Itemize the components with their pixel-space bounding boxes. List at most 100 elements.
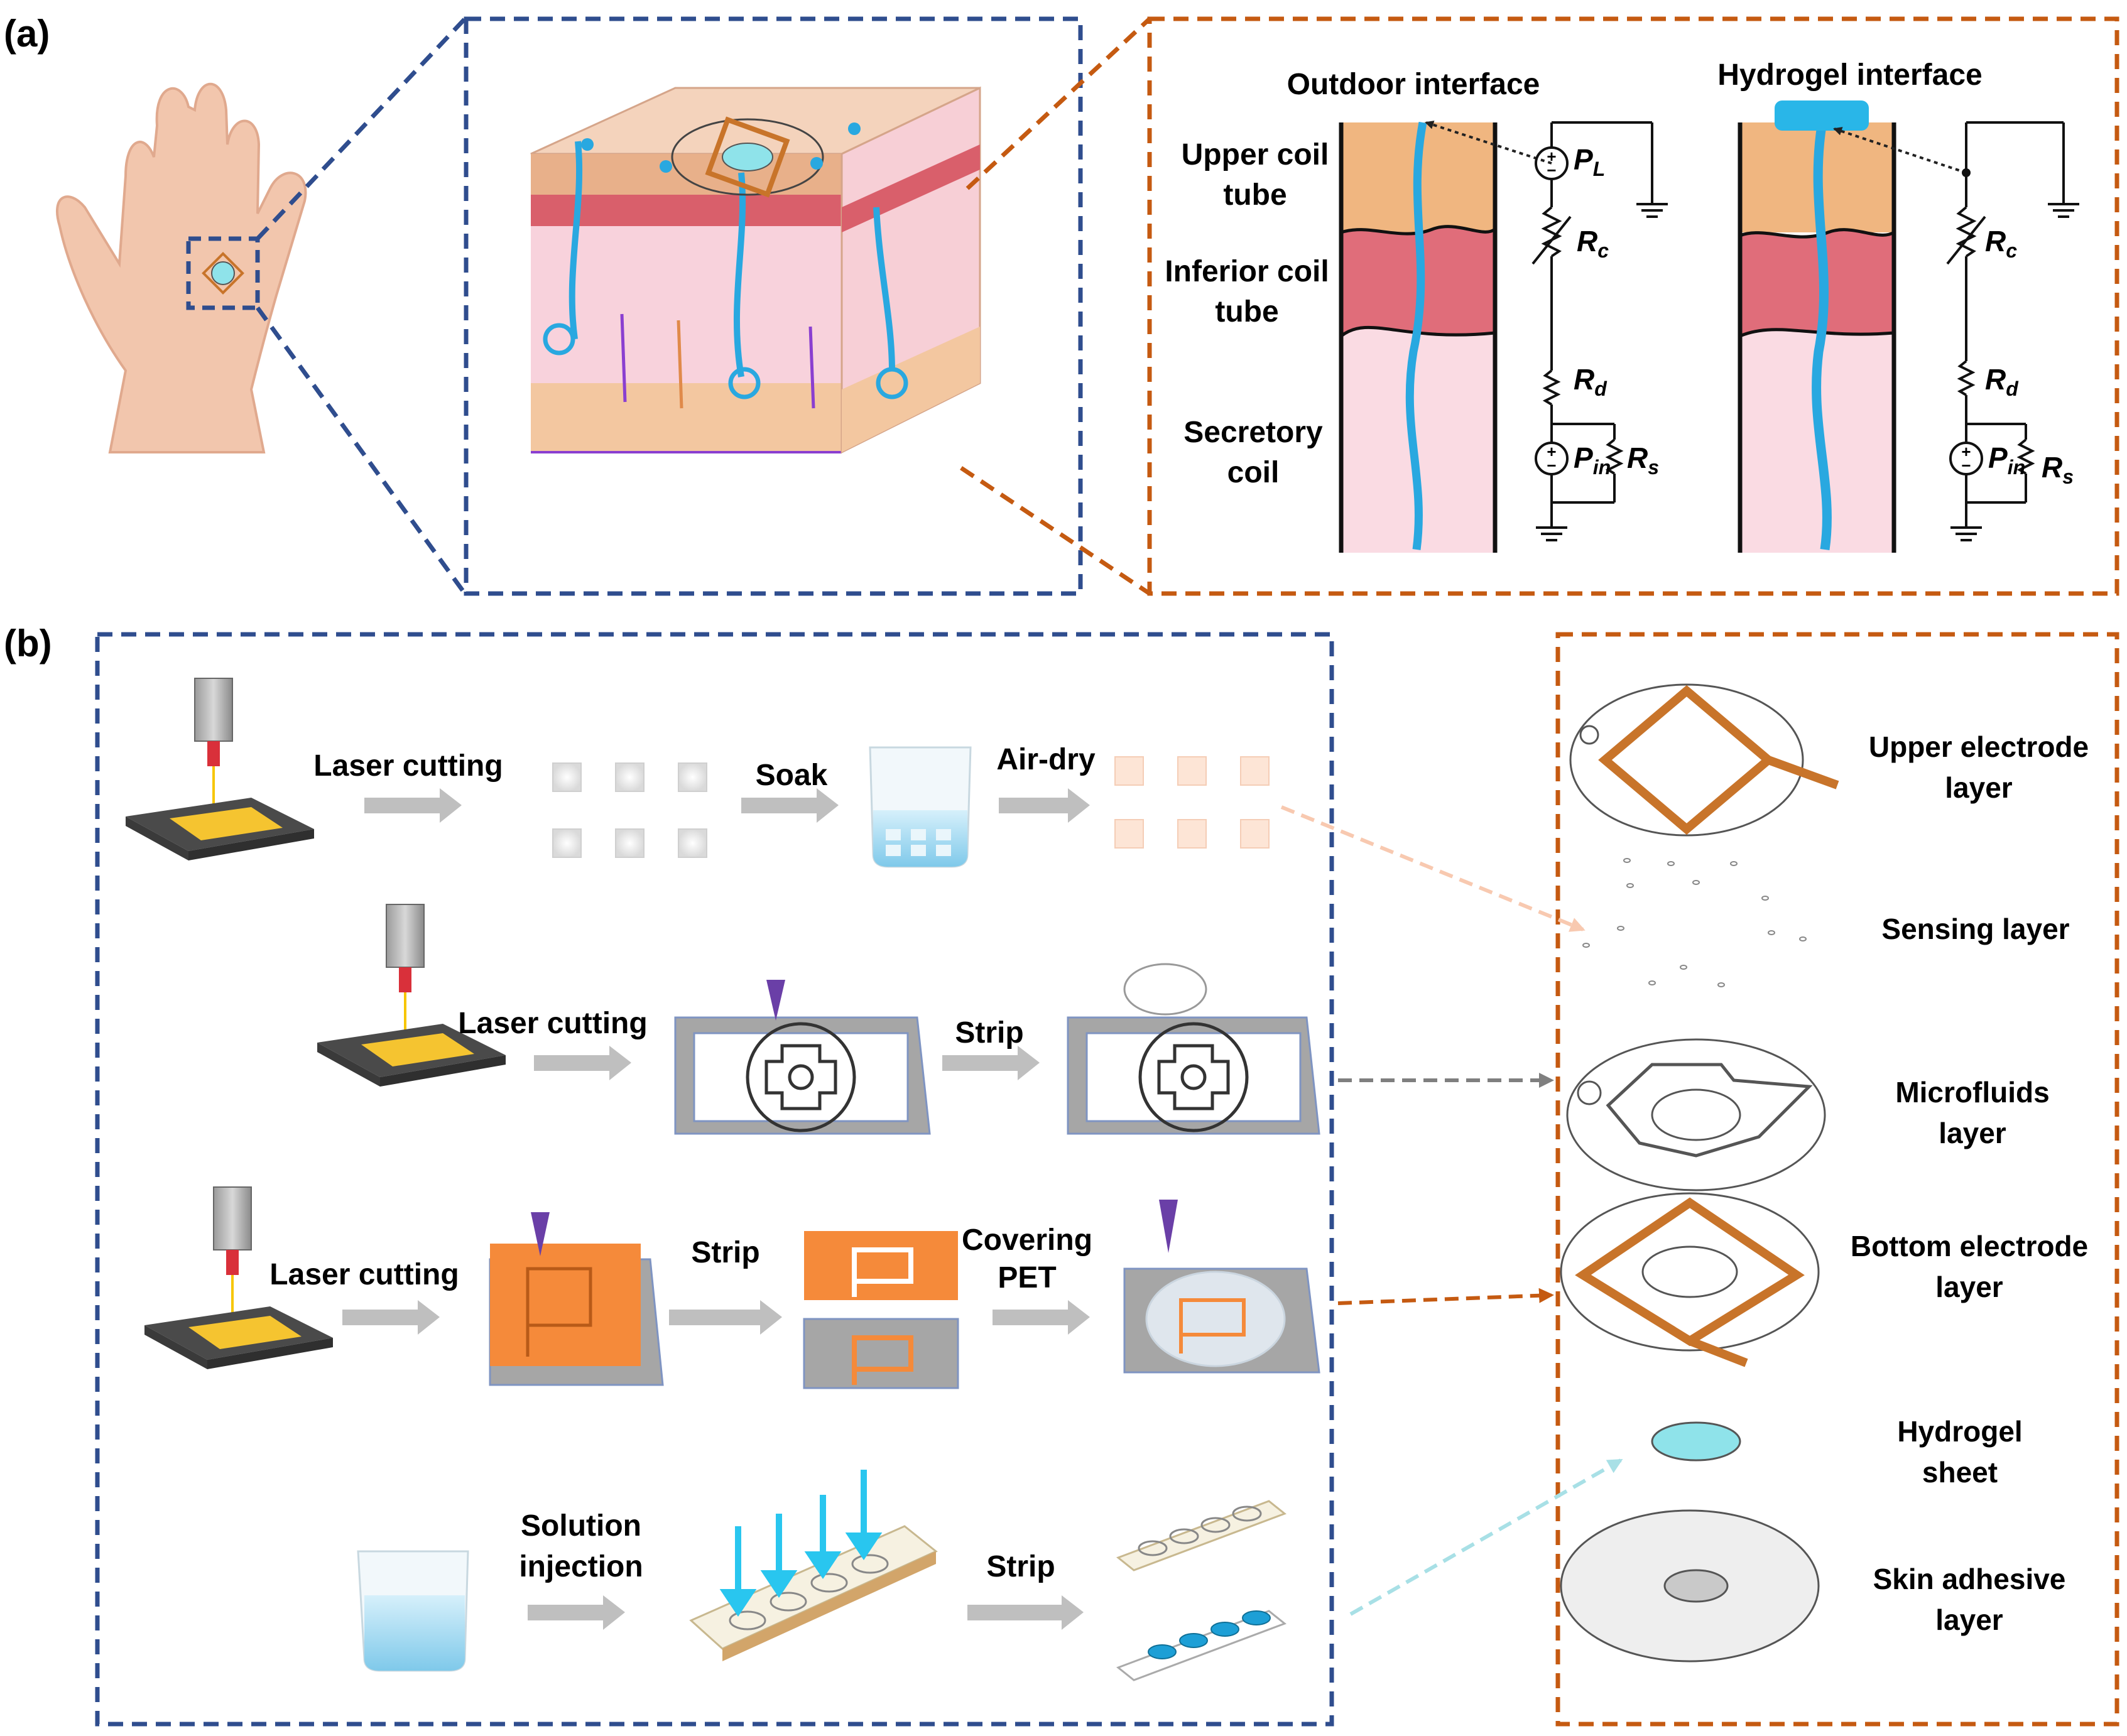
layer-bottom-electrode-l1: Bottom electrode [1851,1230,2088,1262]
injection-strip [689,1470,938,1661]
layer-sensing-l1: Sensing layer [1881,913,2069,945]
svg-text:+: + [1547,442,1556,461]
label-inferior-coil-tube: tube [1215,295,1278,328]
skin-zoom-frame [464,16,1083,596]
svg-text:Rc: Rc [1985,225,2017,262]
layer-labels: Upper coil tube Inferior coil tube Secre… [1165,138,1329,489]
microfluid-sheet-1 [674,980,931,1135]
layer-upper-electrode-icon [1569,683,1839,837]
row4-injection-label: injection [519,1550,643,1583]
circuit-model-frame [1147,16,2119,596]
layer-upper-electrode-l2: layer [1945,771,2013,804]
layer-hydrogel-l1: Hydrogel [1897,1415,2022,1448]
row4-solution-label: Solution [521,1509,641,1543]
outdoor-Rd: R [1574,363,1594,396]
peach-squares [1114,756,1270,849]
outdoor-Rs: R [1627,442,1648,474]
hydrogel-circuit-labels: Rc Rd Pin Rs [1985,225,2074,488]
row1-air-dry-label: Air-dry [996,743,1096,776]
outdoor-circuit-signs: +− +− [1547,147,1556,475]
hydrogel-Rd-sub: d [2006,377,2019,400]
svg-text:Rd: Rd [1985,363,2019,400]
layer-skin-adhesive-l2: layer [1935,1603,2003,1636]
hydrogel-Pin-sub: in [2008,456,2025,479]
zoom-line-bottom [256,306,467,595]
svg-text:Rs: Rs [1627,442,1659,479]
svg-text:−: − [1547,161,1556,180]
svg-text:Pin: Pin [1574,442,1611,479]
layer-bottom-electrode-l2: layer [1935,1271,2003,1303]
svg-text:Pin: Pin [1988,442,2025,479]
outdoor-PL-sub: L [1593,158,1606,180]
outdoor-Pin-sub: in [1593,456,1611,479]
hydrogel-Rc-sub: c [2006,239,2017,262]
label-upper-coil-tube: tube [1223,178,1287,212]
layer-bottom-electrode-icon [1560,1192,1820,1367]
laser-cutter-icon-2 [317,904,506,1087]
panel-a-label: (a) [4,13,50,55]
hydrogel-pad [1775,100,1869,131]
layer-labels-right: Upper electrode layer Sensing layer Micr… [1851,730,2089,1636]
svg-text:Rs: Rs [2042,451,2074,488]
laser-cutter-icon-1 [126,678,314,860]
layers-frame [1555,632,2119,1727]
hydrogel-Pin: P [1988,442,2008,474]
beaker-icon-2 [357,1550,469,1672]
gray-squares [552,762,707,858]
layer-sensing-icon [1582,858,1807,987]
arrow-sensing [1280,805,1586,932]
hydrogel-Rs-sub: s [2062,465,2074,488]
label-upper-coil: Upper coil [1182,138,1329,171]
hydrogel-Rs: R [2042,451,2062,484]
outdoor-Rc-sub: c [1597,239,1609,262]
stripped-strips [1116,1500,1287,1681]
skin-block-illustration [530,86,981,454]
copper-sheet-2 [803,1231,959,1389]
outdoor-Pin: P [1574,442,1593,474]
label-inferior-coil: Inferior coil [1165,255,1329,288]
svg-text:−: − [1961,456,1971,475]
row3-strip-label: Strip [691,1236,759,1269]
laser-cutter-icon-3 [144,1186,333,1369]
microfluid-sheet-2 [1067,963,1320,1135]
row2-laser-cutting-label: Laser cutting [458,1007,647,1040]
svg-text:Rd: Rd [1574,363,1607,400]
layer-skin-adhesive-icon [1560,1509,1820,1663]
hydrogel-circuit [1946,121,2079,541]
zoom-box [186,236,260,310]
svg-text:+: + [1547,147,1556,166]
beaker-icon-1 [869,746,972,868]
hydrogel-circuit-signs: +− [1961,442,1971,475]
process-frame [95,632,1334,1727]
row3-pet-label: PET [998,1261,1056,1294]
outdoor-Rs-sub: s [1648,456,1659,479]
arrow-bottom-electrode [1337,1288,1554,1305]
outdoor-circuit [1531,121,1668,541]
svg-text:Rc: Rc [1577,225,1609,262]
row1-soak-label: Soak [756,759,828,792]
outdoor-Rc: R [1577,225,1597,258]
covering-pet-sheet [1123,1200,1320,1374]
row4-strip-label: Strip [986,1550,1055,1583]
process-arrows [342,788,1090,1630]
outdoor-interface-title: Outdoor interface [1287,68,1540,101]
label-secretory-coil: coil [1227,456,1280,489]
outdoor-column [1339,121,1552,553]
zoom-line-orange-bottom [960,466,1151,595]
layer-skin-adhesive-l1: Skin adhesive [1873,1563,2066,1595]
hydrogel-Rd: R [1985,363,2006,396]
svg-text:+: + [1961,442,1971,461]
row2-strip-label: Strip [955,1016,1023,1050]
layer-hydrogel-icon [1651,1421,1741,1462]
row1-laser-cutting-label: Laser cutting [313,749,503,783]
hydrogel-column [1738,100,1967,553]
zoom-line-top [256,17,467,241]
outdoor-circuit-labels: PL Rc Rd Pin Rs [1574,143,1659,479]
outdoor-Rd-sub: d [1594,377,1607,400]
row3-covering-label: Covering [962,1223,1092,1257]
layer-microfluids-l1: Microfluids [1895,1076,2049,1109]
outdoor-PL: P [1574,143,1593,176]
device-on-palm-icon [202,252,244,295]
row3-laser-cutting-label: Laser cutting [269,1258,459,1291]
